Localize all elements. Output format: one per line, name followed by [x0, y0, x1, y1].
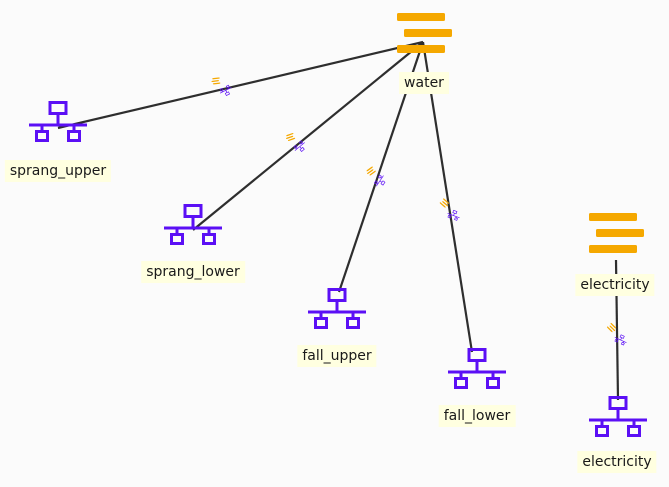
node-label-water[interactable]: water	[399, 72, 449, 94]
source-badge-icon	[366, 166, 376, 176]
edge-water-to-sprang_lower[interactable]	[192, 41, 424, 231]
node-label-sprang-lower[interactable]: sprang_lower	[141, 261, 245, 283]
source-badge-icon	[286, 133, 296, 141]
edge-badge-water-to-sprang_lower	[286, 133, 305, 152]
node-label-electricity-source[interactable]: electricity	[575, 274, 655, 296]
network-badge-icon	[614, 334, 627, 346]
edge-badge-water-to-sprang_upper	[211, 77, 232, 96]
stacked-bars-icon[interactable]	[397, 13, 452, 53]
network-icon[interactable]	[448, 348, 506, 389]
node-label-fall-upper[interactable]: fall_upper	[297, 345, 377, 367]
stacked-bars-icon[interactable]	[589, 213, 644, 253]
node-label-electricity-network[interactable]: electricity	[577, 451, 657, 473]
edge-water-to-sprang_upper[interactable]	[57, 40, 424, 130]
network-icon[interactable]	[29, 101, 87, 142]
network-badge-icon	[373, 174, 386, 187]
source-badge-icon	[211, 77, 221, 85]
network-badge-icon	[447, 209, 460, 221]
edge-badges-layer	[211, 77, 627, 346]
node-label-fall-lower[interactable]: fall_lower	[438, 405, 516, 427]
edge-badge-water-to-fall_lower	[439, 198, 460, 221]
network-badge-icon	[219, 84, 232, 96]
edge-badge-electricity_source-to-electricity_net	[606, 322, 627, 346]
source-badge-icon	[606, 322, 617, 333]
nodes-layer	[29, 13, 647, 437]
network-badge-icon	[293, 140, 305, 152]
network-icon[interactable]	[589, 396, 647, 437]
source-badge-icon	[439, 198, 450, 208]
node-label-sprang-upper[interactable]: sprang_upper	[4, 160, 112, 182]
network-icon[interactable]	[164, 204, 222, 245]
edge-badge-water-to-fall_upper	[366, 166, 386, 187]
network-icon[interactable]	[308, 288, 366, 329]
